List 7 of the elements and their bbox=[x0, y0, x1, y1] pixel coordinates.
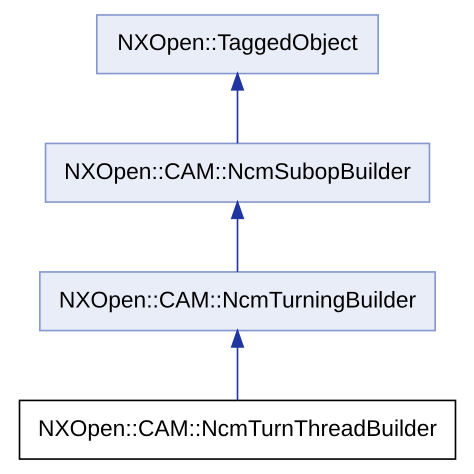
node-box: NXOpen::CAM::NcmSubopBuilder bbox=[44, 142, 430, 203]
arrow bbox=[230, 200, 244, 272]
arrow bbox=[230, 71, 244, 144]
node-box: NXOpen::TaggedObject bbox=[95, 14, 379, 74]
arrow bbox=[230, 328, 244, 400]
node-box: NXOpen::CAM::NcmTurnThreadBuilder bbox=[18, 400, 456, 460]
node-box: NXOpen::CAM::NcmTurningBuilder bbox=[38, 271, 436, 332]
